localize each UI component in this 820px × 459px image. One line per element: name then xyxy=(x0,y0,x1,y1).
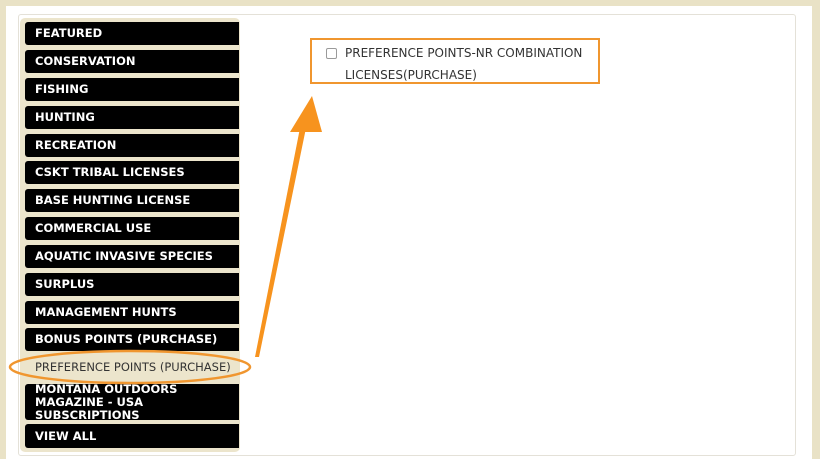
sidebar-item-bonus-points[interactable]: BONUS POINTS (PURCHASE) xyxy=(25,328,239,351)
product-checkbox[interactable] xyxy=(326,48,337,59)
sidebar-item-preference-points[interactable]: PREFERENCE POINTS (PURCHASE) xyxy=(35,360,231,374)
sidebar-item-recreation[interactable]: RECREATION xyxy=(25,134,239,157)
product-list-item-highlight: PREFERENCE POINTS-NR COMBINATION LICENSE… xyxy=(310,38,600,84)
product-label[interactable]: PREFERENCE POINTS-NR COMBINATION LICENSE… xyxy=(345,46,583,82)
sidebar-item-aquatic-invasive-species[interactable]: AQUATIC INVASIVE SPECIES xyxy=(25,245,239,268)
sidebar-item-featured[interactable]: FEATURED xyxy=(25,22,239,45)
category-sidebar: FEATURED CONSERVATION FISHING HUNTING RE… xyxy=(20,18,240,452)
sidebar-item-conservation[interactable]: CONSERVATION xyxy=(25,50,239,73)
sidebar-item-fishing[interactable]: FISHING xyxy=(25,78,239,101)
sidebar-item-commercial-use[interactable]: COMMERCIAL USE xyxy=(25,217,239,240)
sidebar-item-hunting[interactable]: HUNTING xyxy=(25,106,239,129)
sidebar-item-base-hunting-license[interactable]: BASE HUNTING LICENSE xyxy=(25,189,239,212)
sidebar-item-surplus[interactable]: SURPLUS xyxy=(25,273,239,296)
sidebar-item-management-hunts[interactable]: MANAGEMENT HUNTS xyxy=(25,301,239,324)
sidebar-item-view-all[interactable]: VIEW ALL xyxy=(25,424,239,448)
sidebar-item-cskt-tribal-licenses[interactable]: CSKT TRIBAL LICENSES xyxy=(25,161,239,184)
sidebar-item-montana-outdoors-magazine[interactable]: MONTANA OUTDOORS MAGAZINE - USA SUBSCRIP… xyxy=(25,382,239,421)
